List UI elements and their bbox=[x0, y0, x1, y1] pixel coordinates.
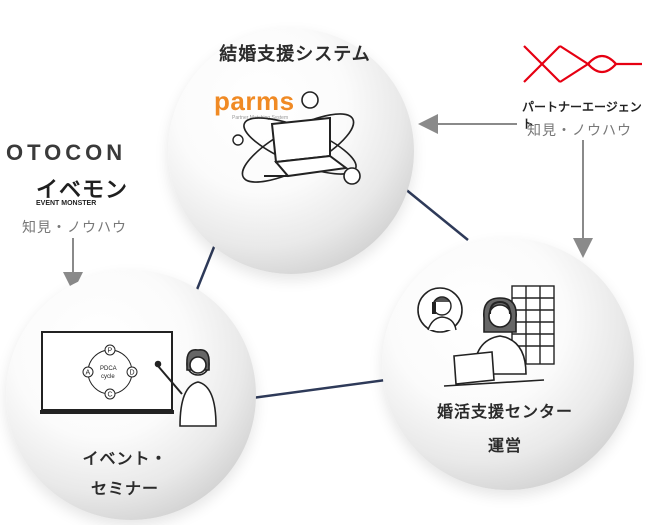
connector-left-right bbox=[251, 378, 387, 400]
pdca-step-c: C bbox=[108, 392, 113, 399]
laptop-orbit-illustration bbox=[232, 91, 361, 185]
ibemon-logo: イベモン bbox=[36, 178, 129, 203]
event-seminar-line2: セミナー bbox=[90, 479, 159, 498]
center-operation-line2: 運営 bbox=[487, 436, 522, 455]
pdca-step-d: D bbox=[130, 370, 135, 377]
laptop-icon bbox=[264, 116, 349, 178]
event-seminar-line1: イベント・ bbox=[82, 449, 168, 468]
event-seminar-title: イベント・ セミナー bbox=[50, 444, 200, 504]
whiteboard-illustration: P D C A PDCA cycle bbox=[40, 331, 217, 427]
ibemon-logo-sub: EVENT MONSTER bbox=[36, 200, 97, 207]
left-knowhow-label: 知見・ノウハウ bbox=[22, 220, 127, 236]
right-knowhow-label: 知見・ノウハウ bbox=[527, 123, 632, 139]
parms-logo: parms bbox=[214, 86, 295, 116]
pdca-step-a: A bbox=[86, 370, 91, 377]
desk-laptop-icon bbox=[443, 351, 545, 387]
connector-top-right bbox=[403, 187, 469, 241]
partner-agent-logo: パートナーエージェント bbox=[522, 100, 642, 131]
pdca-center-label-2: cycle bbox=[101, 374, 115, 380]
pdca-center-label: PDCA bbox=[100, 366, 117, 372]
presenter-person-icon bbox=[154, 348, 217, 427]
consultant-illustration bbox=[417, 285, 555, 387]
center-operation-title: 婚活支援センター 運営 bbox=[410, 395, 600, 463]
partner-agent-logo-mark bbox=[523, 45, 642, 83]
system-title: 結婚支援システム bbox=[219, 44, 371, 65]
pdca-step-p: P bbox=[108, 348, 113, 355]
center-operation-line1: 婚活支援センター bbox=[436, 402, 573, 421]
otocon-logo: OTOCON bbox=[6, 140, 127, 165]
